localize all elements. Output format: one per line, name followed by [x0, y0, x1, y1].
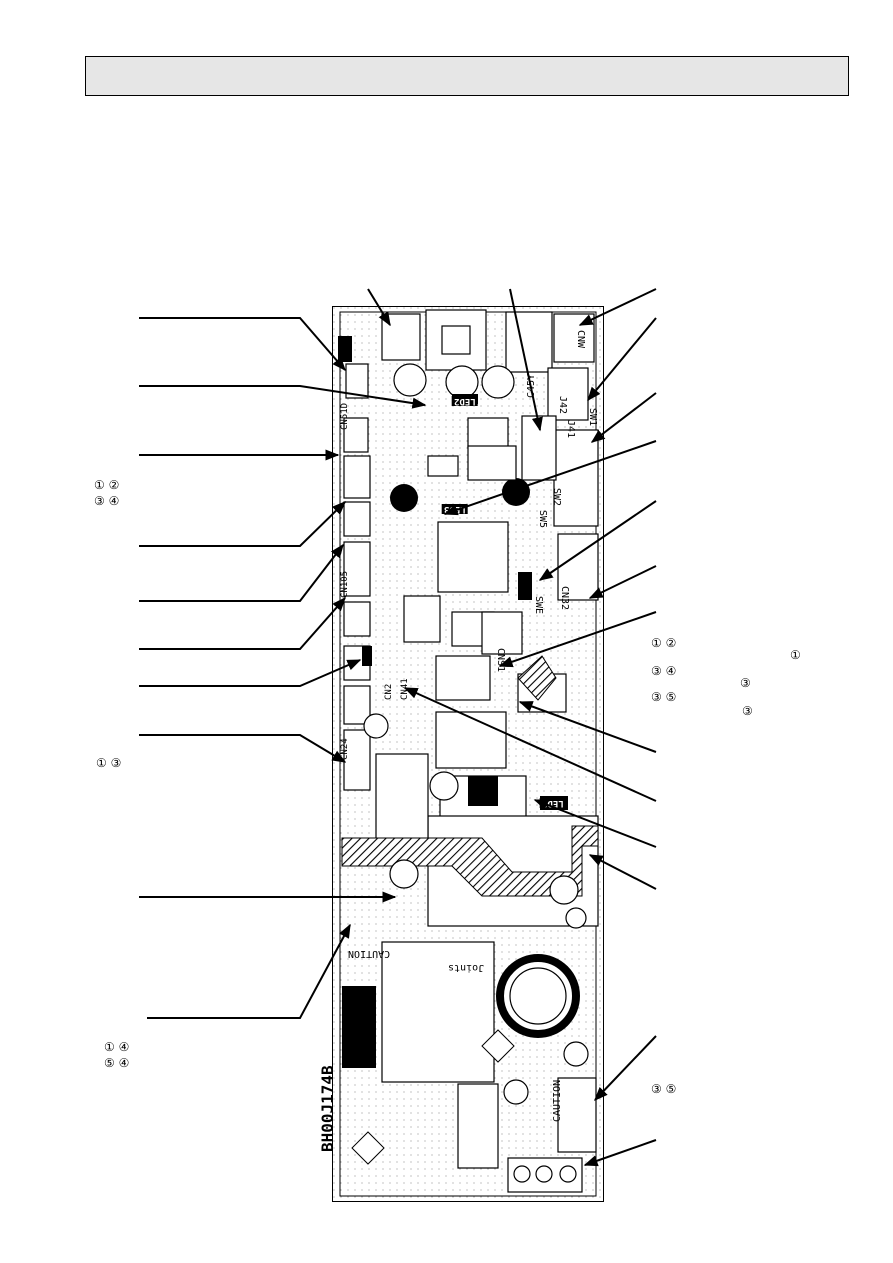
swe-label: SWE	[533, 596, 544, 615]
cns1-label: CNS1	[495, 648, 506, 673]
c45y-label: C45Y	[526, 373, 537, 398]
led3-label: LED3	[442, 504, 468, 514]
j41-label: J41	[565, 420, 576, 439]
note-right-2: ③ ④	[651, 664, 677, 678]
cn41-label: CN41	[400, 678, 410, 700]
led2-label: LED2	[452, 396, 478, 406]
pcb-board	[332, 306, 604, 1202]
note-right-3: ③ ⑤	[651, 690, 677, 704]
sw2-label: SW2	[551, 488, 562, 507]
cn2-label: CN2	[384, 683, 394, 700]
cn51d-label: CN51D	[340, 402, 350, 430]
left-connector-column	[343, 363, 371, 791]
joints-label: Joints	[448, 962, 485, 973]
cn105-label: CN105	[340, 570, 350, 598]
cn32-label: CN32	[559, 586, 570, 611]
cn24-label: CN24	[340, 738, 350, 760]
caution-label-right: CAUTION	[552, 1079, 563, 1122]
note-left-4: ① ④	[104, 1040, 130, 1054]
note-right-3b: ③	[742, 704, 753, 718]
j42-label: J42	[557, 396, 568, 415]
caution-label-left: CAUTION	[348, 948, 391, 959]
board-model-code: BH00J174B	[318, 1065, 337, 1152]
note-right-1: ① ②	[651, 636, 677, 650]
led1-label: LED1	[540, 798, 566, 808]
page-title-bar	[85, 56, 849, 96]
note-right-2b: ③	[740, 676, 751, 690]
note-left-1: ① ②	[94, 478, 120, 492]
note-right-1b: ①	[790, 648, 801, 662]
note-left-3: ① ③	[96, 756, 122, 770]
note-left-5: ⑤ ④	[104, 1056, 130, 1070]
note-right-4: ③ ⑤	[651, 1082, 677, 1096]
note-left-2: ③ ④	[94, 494, 120, 508]
sw1-label: SW1	[587, 408, 598, 427]
sw5-label: SW5	[537, 510, 548, 529]
cnw-label: CNW	[575, 330, 586, 349]
